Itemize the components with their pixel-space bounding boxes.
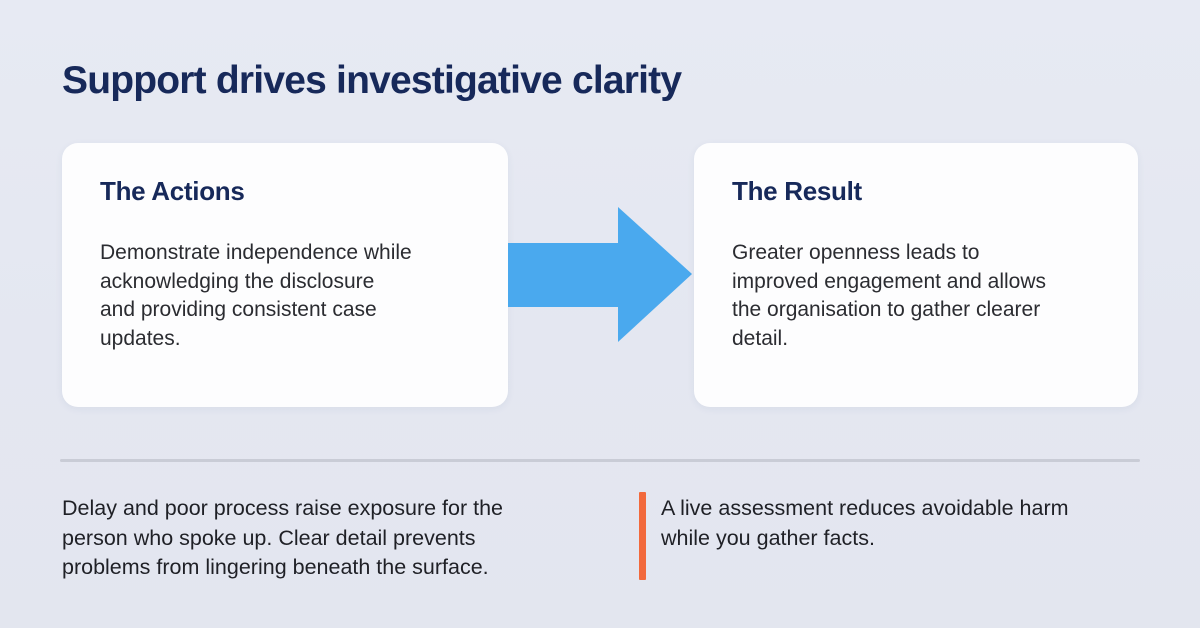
result-card-body: Greater openness leads to improved engag…	[732, 241, 1047, 350]
arrow-right-icon	[508, 207, 692, 342]
arrow-head-shape	[618, 207, 692, 342]
arrow-tail-shape	[508, 243, 620, 307]
accent-bar	[639, 492, 646, 580]
result-card: The Result Greater openness leads to imp…	[694, 143, 1138, 407]
actions-card: The Actions Demonstrate independence whi…	[62, 143, 508, 407]
footer-left-note: Delay and poor process raise exposure fo…	[62, 496, 503, 579]
footer-right-note: A live assessment reduces avoidable harm…	[661, 496, 1069, 550]
page-title: Support drives investigative clarity	[62, 59, 682, 103]
actions-card-heading: The Actions	[100, 176, 245, 206]
result-card-heading: The Result	[732, 176, 862, 206]
actions-card-body: Demonstrate independence while acknowled…	[100, 241, 412, 350]
horizontal-divider	[60, 459, 1140, 462]
